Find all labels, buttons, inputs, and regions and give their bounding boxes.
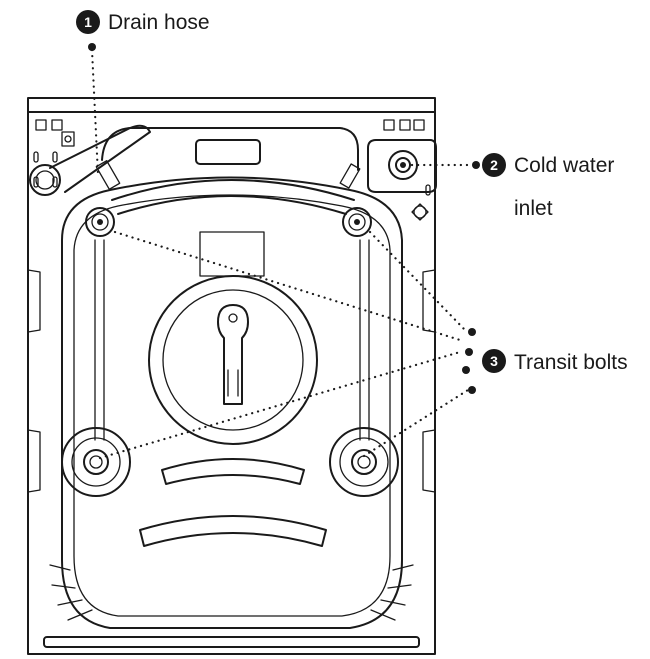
- callout-label-cold-water-line1: Cold water: [514, 154, 614, 177]
- callout-badge-2: [482, 153, 506, 177]
- callout-number-3: 3: [490, 353, 498, 369]
- callout-badge-3: [482, 349, 506, 373]
- callout-label-cold-water-line2: inlet: [514, 197, 553, 220]
- callout-badge-1: [76, 10, 100, 34]
- callout-label-drain-hose: Drain hose: [108, 11, 210, 34]
- machine-back-panel: [27, 97, 436, 655]
- drain-hose: [29, 124, 151, 196]
- callout-number-2: 2: [490, 157, 498, 173]
- cold-water-inlet: [339, 139, 437, 221]
- callout-cold-water-inlet: 2 Cold water inlet: [482, 153, 614, 220]
- transit-bolt-top-right: [342, 207, 372, 237]
- callout-number-1: 1: [84, 14, 92, 30]
- transit-bolt-top-left: [85, 207, 115, 237]
- callout-label-transit-bolts: Transit bolts: [514, 351, 628, 374]
- transit-bolt-bottom-right: [329, 427, 399, 497]
- bottom-vents: [49, 564, 414, 621]
- callout-transit-bolts: 3 Transit bolts: [482, 349, 628, 374]
- transit-bolt-bottom-left: [61, 427, 131, 497]
- callout-drain-hose: 1 Drain hose: [76, 10, 210, 34]
- leader-lines: [88, 43, 480, 460]
